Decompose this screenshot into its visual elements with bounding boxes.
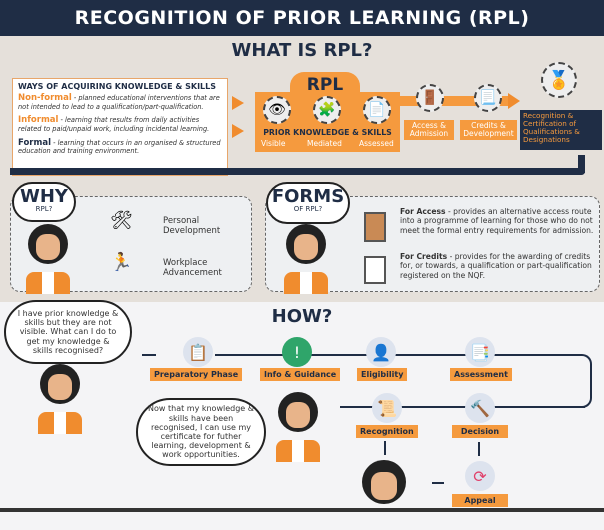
rpl-subtitle: PRIOR KNOWLEDGE & SKILLS <box>263 128 392 137</box>
term: For Access <box>400 207 446 216</box>
refresh-icon: ⟳ <box>465 461 495 491</box>
flow-line <box>340 406 585 408</box>
document-icon: 📄 <box>363 96 391 124</box>
stage-visible: Visible <box>261 139 286 148</box>
step-appeal: Appeal <box>452 494 508 507</box>
term: Formal <box>18 137 51 148</box>
flow-bar <box>400 96 510 106</box>
why-sub: RPL? <box>35 205 53 213</box>
arrow-line <box>142 354 156 356</box>
why-cloud: WHY RPL? <box>12 182 76 222</box>
thought-bubble: Now that my knowledge & skills have been… <box>136 398 266 466</box>
desc: - learning that occurs in an organised &… <box>18 138 221 156</box>
why-title: WHY <box>20 186 68 207</box>
step-eligibility: Eligibility <box>357 368 408 381</box>
credits-development-label: Credits & Development <box>460 120 517 140</box>
clipboard-icon: 📋 <box>183 337 213 367</box>
info-icon: ! <box>282 337 312 367</box>
forms-title: FORMS <box>271 186 345 207</box>
flow-loop <box>578 354 592 408</box>
arrow-down <box>384 441 386 455</box>
person-illustration <box>276 392 320 462</box>
door-icon <box>364 212 386 242</box>
tools-icon: 🛠 <box>110 210 133 231</box>
desc: - planned educational interventions that… <box>18 94 220 111</box>
gavel-icon: 🔨 <box>465 393 495 423</box>
forms-cloud: FORMS OF RPL? <box>266 182 350 224</box>
door-icon: 🚪 <box>416 84 444 112</box>
rpl-block: 👁 🧩 📄 PRIOR KNOWLEDGE & SKILLS Visible M… <box>255 92 400 152</box>
forms-item: For Credits - provides for the awarding … <box>400 252 596 280</box>
how-heading: HOW? <box>271 306 333 327</box>
climbing-person-icon: 🏃 <box>110 252 133 273</box>
outcome-label: Recognition & Certification of Qualifica… <box>520 110 602 150</box>
term: Informal <box>18 115 59 126</box>
person-illustration <box>284 224 328 294</box>
why-item: Personal Development <box>163 216 221 236</box>
formal-path-line <box>10 168 585 175</box>
arrow-icon <box>232 96 244 110</box>
person-check-icon: 👤 <box>366 337 396 367</box>
stage-assessed: Assessed <box>359 139 394 148</box>
step-info-guidance: Info & Guidance <box>260 368 341 381</box>
ways-item: Informal - learning that results from da… <box>18 115 222 134</box>
arrow-right <box>432 482 444 484</box>
person-illustration <box>26 224 70 294</box>
documents-icon: 📑 <box>465 337 495 367</box>
ways-item: Non-formal - planned educational interve… <box>18 93 222 111</box>
thought-bubble: I have prior knowledge & skills but they… <box>4 300 132 364</box>
desc: - provides for the awarding of credits f… <box>400 252 592 280</box>
desc: - learning that results from daily activ… <box>18 116 210 134</box>
certificate-icon: 📜 <box>372 393 402 423</box>
access-admission-label: Access & Admission <box>404 120 454 140</box>
award-ribbon-icon: 🏅 <box>541 62 577 98</box>
forms-item: For Access - provides an alternative acc… <box>400 207 596 235</box>
page-title: RECOGNITION OF PRIOR LEARNING (RPL) <box>0 0 604 36</box>
eye-icon: 👁 <box>263 96 291 124</box>
arrow-icon <box>232 124 244 138</box>
desc: - provides an alternative access route i… <box>400 207 594 235</box>
puzzle-icon: 🧩 <box>313 96 341 124</box>
credit-document-icon <box>364 256 386 284</box>
step-recognition: Recognition <box>356 425 418 438</box>
stage-mediated: Mediated <box>307 139 342 148</box>
forms-sub: OF RPL? <box>293 205 323 213</box>
person-illustration <box>38 364 82 434</box>
term: Non-formal <box>18 93 72 103</box>
path-up <box>578 155 585 173</box>
why-item: Workplace Advancement <box>163 258 222 278</box>
step-assessment: Assessment <box>450 368 512 381</box>
bottom-border <box>0 508 604 512</box>
flow-line <box>215 354 580 356</box>
arrow-icon <box>508 93 520 109</box>
certificate-doc-icon: 📃 <box>474 84 502 112</box>
arrow-up <box>478 442 480 456</box>
what-heading: WHAT IS RPL? <box>231 40 373 61</box>
ways-box: WAYS OF ACQUIRING KNOWLEDGE & SKILLS Non… <box>12 78 228 176</box>
ways-item: Formal - learning that occurs in an orga… <box>18 137 222 156</box>
step-decision: Decision <box>452 425 508 438</box>
step-preparatory-phase: Preparatory Phase <box>150 368 243 381</box>
ways-heading: WAYS OF ACQUIRING KNOWLEDGE & SKILLS <box>18 82 216 91</box>
sad-person-illustration <box>362 460 406 530</box>
term: For Credits <box>400 252 448 261</box>
